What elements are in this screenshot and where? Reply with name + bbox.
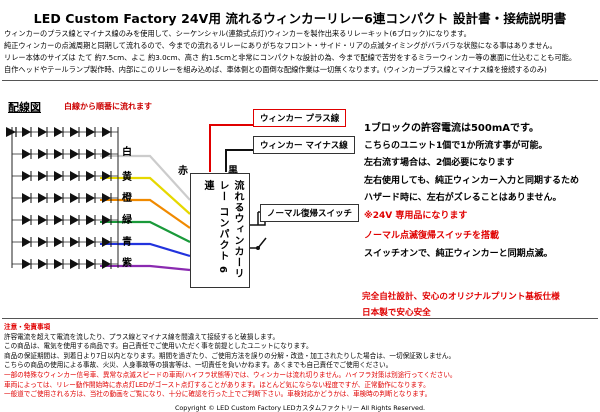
- led-icon: [54, 215, 63, 225]
- description-line-2: 純正ウィンカーの点滅周期と同期して流れるので、今までの流れるリレーにありがちなフ…: [4, 41, 557, 50]
- diode-symbol: [6, 127, 16, 137]
- led-icon: [38, 215, 47, 225]
- led-icon: [70, 237, 79, 247]
- led-icon: [70, 193, 79, 203]
- led-icon: [70, 171, 79, 181]
- wire-label-yellow: 黄: [122, 172, 132, 183]
- led-icon: [22, 215, 31, 225]
- notice-line: 許容電流を超えて電流を流したり、プラス線とマイナス線を間違えて接続すると破損しま…: [4, 332, 280, 341]
- red-lead-label: 赤: [178, 166, 188, 177]
- led-icon: [38, 149, 47, 159]
- notice-heading: 注意・免責事項: [4, 323, 51, 331]
- bundle-wire-group: [118, 154, 191, 272]
- section-title: 配線図: [8, 101, 41, 114]
- spec-line: 日本製で安心安全: [362, 308, 431, 318]
- signal-wire: [118, 154, 191, 201]
- page-title: LED Custom Factory 24V用 流れるウィンカーリレー6連コンパ…: [33, 11, 567, 26]
- plus-wire-box: ウィンカー プラス線: [253, 109, 347, 127]
- led-icon: [86, 149, 95, 159]
- led-icon: [54, 149, 63, 159]
- led-icon: [86, 171, 95, 181]
- led-icon: [22, 127, 31, 137]
- led-rows: [11, 127, 119, 269]
- led-icon: [86, 259, 95, 269]
- led-icon: [70, 259, 79, 269]
- led-icon: [102, 193, 111, 203]
- notice-line: 一般道でご使用される方は、当社の動画をご覧になり、十分に確認を行った上でご判断下…: [4, 390, 432, 399]
- led-icon: [22, 237, 31, 247]
- relay-unit-label: 流れるウィンカーリレー コンパクト 6連: [202, 180, 243, 279]
- spec-line: ※24V 専用品になります: [364, 211, 468, 221]
- spec-line: こちらのユニット1個で1か所流す事が可能。: [364, 141, 548, 151]
- switch-terminal: [256, 246, 260, 250]
- notice-line: 一部の特殊なウィンカー信号車、異常な点滅スピードの車両(ハイフラ状態等)では、ウ…: [4, 371, 457, 379]
- led-icon: [70, 149, 79, 159]
- divider-top: [2, 80, 598, 81]
- led-icon: [86, 215, 95, 225]
- signal-wire: [118, 242, 191, 258]
- led-icon: [38, 193, 47, 203]
- wire-label-white: 白: [122, 147, 132, 158]
- wire-label-orange: 橙: [122, 193, 132, 204]
- section-subtitle: 白線から順番に流れます: [64, 102, 152, 111]
- spec-line: 1ブロックの許容電流は500mAです。: [364, 123, 539, 134]
- signal-wire: [118, 176, 191, 215]
- led-icon: [54, 127, 63, 137]
- led-icon: [22, 149, 31, 159]
- notice-line: 商品の保証期間は、到着日より7日以内となります。期間を過ぎたり、ご使用方法を誤り…: [4, 351, 456, 360]
- copyright: Copyright © LED Custom Factory LEDカスタムファ…: [174, 404, 426, 412]
- led-icon: [54, 171, 63, 181]
- spec-line: スイッチオンで、純正ウィンカーと同期点滅。: [364, 249, 553, 259]
- notice-line: 車両によっては、リレー動作開始時に赤点灯LEDがゴースト点灯することがあります。…: [4, 380, 430, 389]
- relay-unit: 流れるウィンカーリレー コンパクト 6連: [190, 173, 250, 288]
- led-icon: [54, 193, 63, 203]
- led-icon: [102, 215, 111, 225]
- divider-bottom: [2, 318, 598, 319]
- description-line-4: 自作ヘッドやテールランプ製作時、内部にこのリレーを組み込めば、車体側との面倒な配…: [4, 65, 547, 74]
- black-lead-wire: [225, 149, 253, 172]
- wire-label-green: 緑: [122, 215, 132, 226]
- led-icon: [86, 237, 95, 247]
- led-icon: [22, 193, 31, 203]
- led-icon: [38, 259, 47, 269]
- led-icon: [38, 171, 47, 181]
- wire-label-purple: 紫: [122, 258, 132, 269]
- led-icon: [86, 127, 95, 137]
- signal-wire: [118, 264, 191, 272]
- black-lead-label: 黒: [228, 166, 238, 177]
- led-icon: [102, 259, 111, 269]
- led-icon: [22, 259, 31, 269]
- led-icon: [70, 127, 79, 137]
- led-icon: [102, 171, 111, 181]
- led-icon: [54, 259, 63, 269]
- description-line-3: リレー本体のサイズは たて 約7.5cm、よこ 約3.0cm、高さ 約1.5cm…: [4, 53, 577, 62]
- switch-box: ノーマル復帰スイッチ: [260, 204, 360, 222]
- led-icon: [38, 237, 47, 247]
- notice-line: この商品は、電気を使用する商品です。自己責任でご使用いただく事を前提としたユニッ…: [4, 342, 313, 351]
- led-icon: [102, 237, 111, 247]
- led-icon: [102, 149, 111, 159]
- wire-label-blue: 青: [122, 237, 132, 248]
- red-lead-wire: [209, 124, 253, 172]
- spec-line: ノーマル点滅復帰スイッチを搭載: [364, 231, 500, 241]
- signal-wire: [118, 220, 191, 243]
- spec-line: 完全自社設計、安心のオリジナルプリント基板仕様: [362, 292, 560, 302]
- led-icon: [86, 193, 95, 203]
- signal-wire: [118, 198, 191, 229]
- led-icon: [70, 215, 79, 225]
- led-icon: [38, 127, 47, 137]
- minus-wire-box: ウィンカー マイナス線: [253, 136, 355, 154]
- led-icon: [102, 127, 111, 137]
- description-line-1: ウィンカーのプラス線とマイナス線のみを使用して、シーケンシャル(連鎖式点灯)ウィ…: [4, 29, 471, 38]
- notice-line: こちらの商品の使用による事故、火災、人身事故等の損害等は、一切責任を負いかねます…: [4, 361, 393, 370]
- spec-line: ハザード時に、左右がズレることはありません。: [364, 193, 562, 203]
- led-icon: [22, 171, 31, 181]
- spec-line: 左右使用しても、純正ウィンカー入力と同期するため: [364, 176, 580, 186]
- spec-line: 左右流す場合は、2個必要になります: [364, 158, 515, 168]
- led-icon: [54, 237, 63, 247]
